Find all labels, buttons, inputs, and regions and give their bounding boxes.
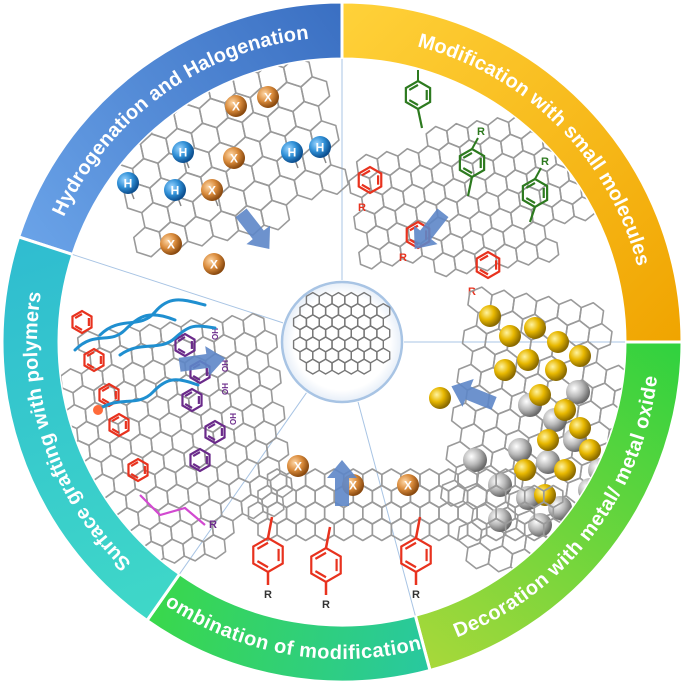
metal-oxide-particle: [536, 450, 560, 474]
metal-particle: [529, 384, 551, 406]
metal-particle: [499, 325, 521, 347]
halogen-atom: X: [287, 455, 309, 477]
metal-particle: [554, 459, 576, 481]
small-molecule-illustration: RRRRRR: [348, 59, 596, 298]
svg-text:X: X: [230, 152, 238, 166]
metal-oxide-particle: [528, 513, 552, 537]
substituent-r: R: [209, 519, 217, 531]
substituent-r: R: [412, 589, 420, 601]
halogen-atom: X: [201, 179, 223, 201]
metal-particle: [569, 417, 591, 439]
metal-oxide-particle: [463, 448, 487, 472]
svg-text:H: H: [171, 184, 180, 198]
direction-arrow: [235, 208, 271, 250]
substituent-r: R: [358, 202, 366, 214]
svg-text:X: X: [404, 479, 412, 493]
svg-text:X: X: [208, 184, 216, 198]
metal-particle: [514, 459, 536, 481]
substituent-r: R: [468, 286, 476, 298]
halogen-atom: X: [160, 233, 182, 255]
halogen-atom: X: [225, 95, 247, 117]
hydrogen-atom: H: [172, 141, 194, 163]
hydrogenation-illustration: H H H H H X X X X X X: [114, 59, 350, 275]
hydrogen-atom: H: [164, 179, 186, 201]
pristine-graphene: [280, 280, 404, 404]
hydrogen-atom: H: [309, 136, 331, 158]
halogen-atom: X: [223, 147, 245, 169]
substituent-r: R: [264, 589, 272, 601]
svg-text:H: H: [179, 146, 188, 160]
substituent-r: R: [477, 126, 485, 138]
modification-arrows: [178, 208, 497, 506]
svg-text:X: X: [294, 460, 302, 474]
red-aryl-group: [98, 382, 120, 408]
direction-arrow: [413, 208, 449, 250]
red-aryl-group: [108, 412, 130, 438]
polymer-chain: [98, 298, 207, 337]
metal-particle: [534, 484, 556, 506]
metal-particle: [579, 439, 601, 461]
metal-particle: [524, 317, 546, 339]
substituent-r: R: [541, 156, 549, 168]
metal-particle: [517, 349, 539, 371]
halogen-atom: X: [257, 86, 279, 108]
hydrogen-atom: H: [117, 172, 139, 194]
metal-particle: [554, 399, 576, 421]
hydroxyl-group: OH: [229, 413, 238, 425]
substituent-r: R: [399, 252, 407, 264]
svg-text:H: H: [124, 177, 133, 191]
svg-text:X: X: [210, 258, 218, 272]
graft-site: [93, 405, 103, 415]
purple-aryl-group: [181, 387, 203, 413]
svg-text:H: H: [316, 141, 325, 155]
metal-particle: [429, 387, 451, 409]
combination-illustration: X X X R R R: [247, 455, 564, 611]
purple-aryl-group: [189, 447, 211, 473]
polymer-chain: [118, 324, 217, 357]
metal-particle: [547, 331, 569, 353]
svg-text:X: X: [264, 91, 272, 105]
metal-oxide-particle: [566, 380, 590, 404]
hydroxyl-group: OH: [221, 360, 230, 372]
red-aryl-group: [357, 165, 383, 195]
metal-oxide-particle: [488, 473, 512, 497]
metal-particle: [494, 359, 516, 381]
purple-aryl-group: [204, 419, 226, 445]
metal-particle: [479, 305, 501, 327]
metal-particle: [537, 429, 559, 451]
graphene-sheet-icon: [292, 291, 391, 375]
polymer-chain: [73, 313, 177, 352]
svg-text:X: X: [167, 238, 175, 252]
svg-text:H: H: [288, 146, 297, 160]
polymer-chain: [96, 378, 200, 412]
halogen-atom: X: [203, 253, 225, 275]
direction-arrow: [451, 379, 497, 410]
svg-text:X: X: [232, 100, 240, 114]
red-aryl-group: [475, 250, 501, 280]
hydroxyl-group: OH: [211, 328, 220, 340]
substituent-r: R: [322, 599, 330, 611]
direction-arrow: [327, 460, 357, 506]
svg-text:X: X: [349, 479, 357, 493]
red-aryl-group: [71, 309, 93, 335]
halogen-atom: X: [397, 474, 419, 496]
polymer-grafting-illustration: R OH OH OH OH: [60, 298, 294, 573]
hydrogen-atom: H: [281, 141, 303, 163]
red-aryl-group: [83, 347, 105, 373]
hydroxyl-group: OH: [221, 383, 230, 395]
red-aryl-group: [127, 457, 149, 483]
metal-oxide-particle: [508, 438, 532, 462]
direction-arrow: [178, 346, 226, 376]
metal-particle: [545, 359, 567, 381]
purple-aryl-group: [174, 332, 196, 358]
metal-particle: [569, 345, 591, 367]
